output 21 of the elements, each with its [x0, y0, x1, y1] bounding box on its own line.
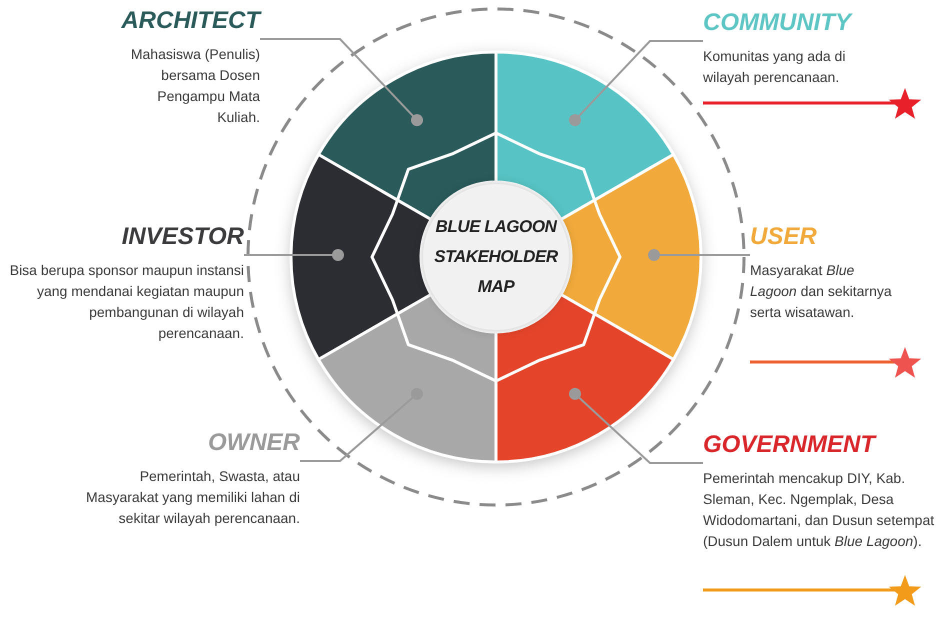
stakeholder-description: Bisa berupa sponsor maupun instansi yang mendanai kegiatan maupun pembangunan di wilayah perencanaan. [8, 261, 244, 343]
stakeholder-heading: USER [750, 222, 817, 252]
ring-sector [494, 293, 676, 464]
center-title: BLUE LAGOON STAKEHOLDER MAP [433, 216, 559, 298]
stakeholder-description: Mahasiswa (Penulis) bersama Dosen Pengampu Mata Kuliah. [130, 45, 260, 127]
stakeholder-heading: ARCHITECT [121, 6, 260, 36]
leader-line [569, 40, 703, 126]
leader-line [260, 38, 423, 126]
leader-line [244, 249, 344, 261]
stakeholder-heading: GOVERNMENT [703, 430, 876, 460]
stakeholder-heading: OWNER [208, 428, 300, 458]
stakeholder-description: Pemerintah, Swasta, atau Masyarakat yang memiliki lahan di sekitar wilayah perencanaan. [85, 467, 300, 528]
stakeholder-heading: INVESTOR [122, 222, 244, 252]
stakeholder-description: Masyarakat Blue Lagoon dan sekitarnya serta wisatawan. [750, 261, 893, 322]
ring-sector [316, 293, 498, 464]
leader-line [300, 388, 423, 462]
leader-line [569, 388, 703, 464]
stakeholder-description: Pemerintah mencakup DIY, Kab. Sleman, Kec. Ngemplak, Desa Widodomartani, dan Dusun setempat (Dusun Dalem untuk Blue Lagoon). [703, 469, 936, 551]
stakeholder-description: Komunitas yang ada di wilayah perencanaan. [703, 47, 846, 87]
leader-line [648, 249, 750, 261]
stakeholder-heading: COMMUNITY [703, 8, 851, 38]
